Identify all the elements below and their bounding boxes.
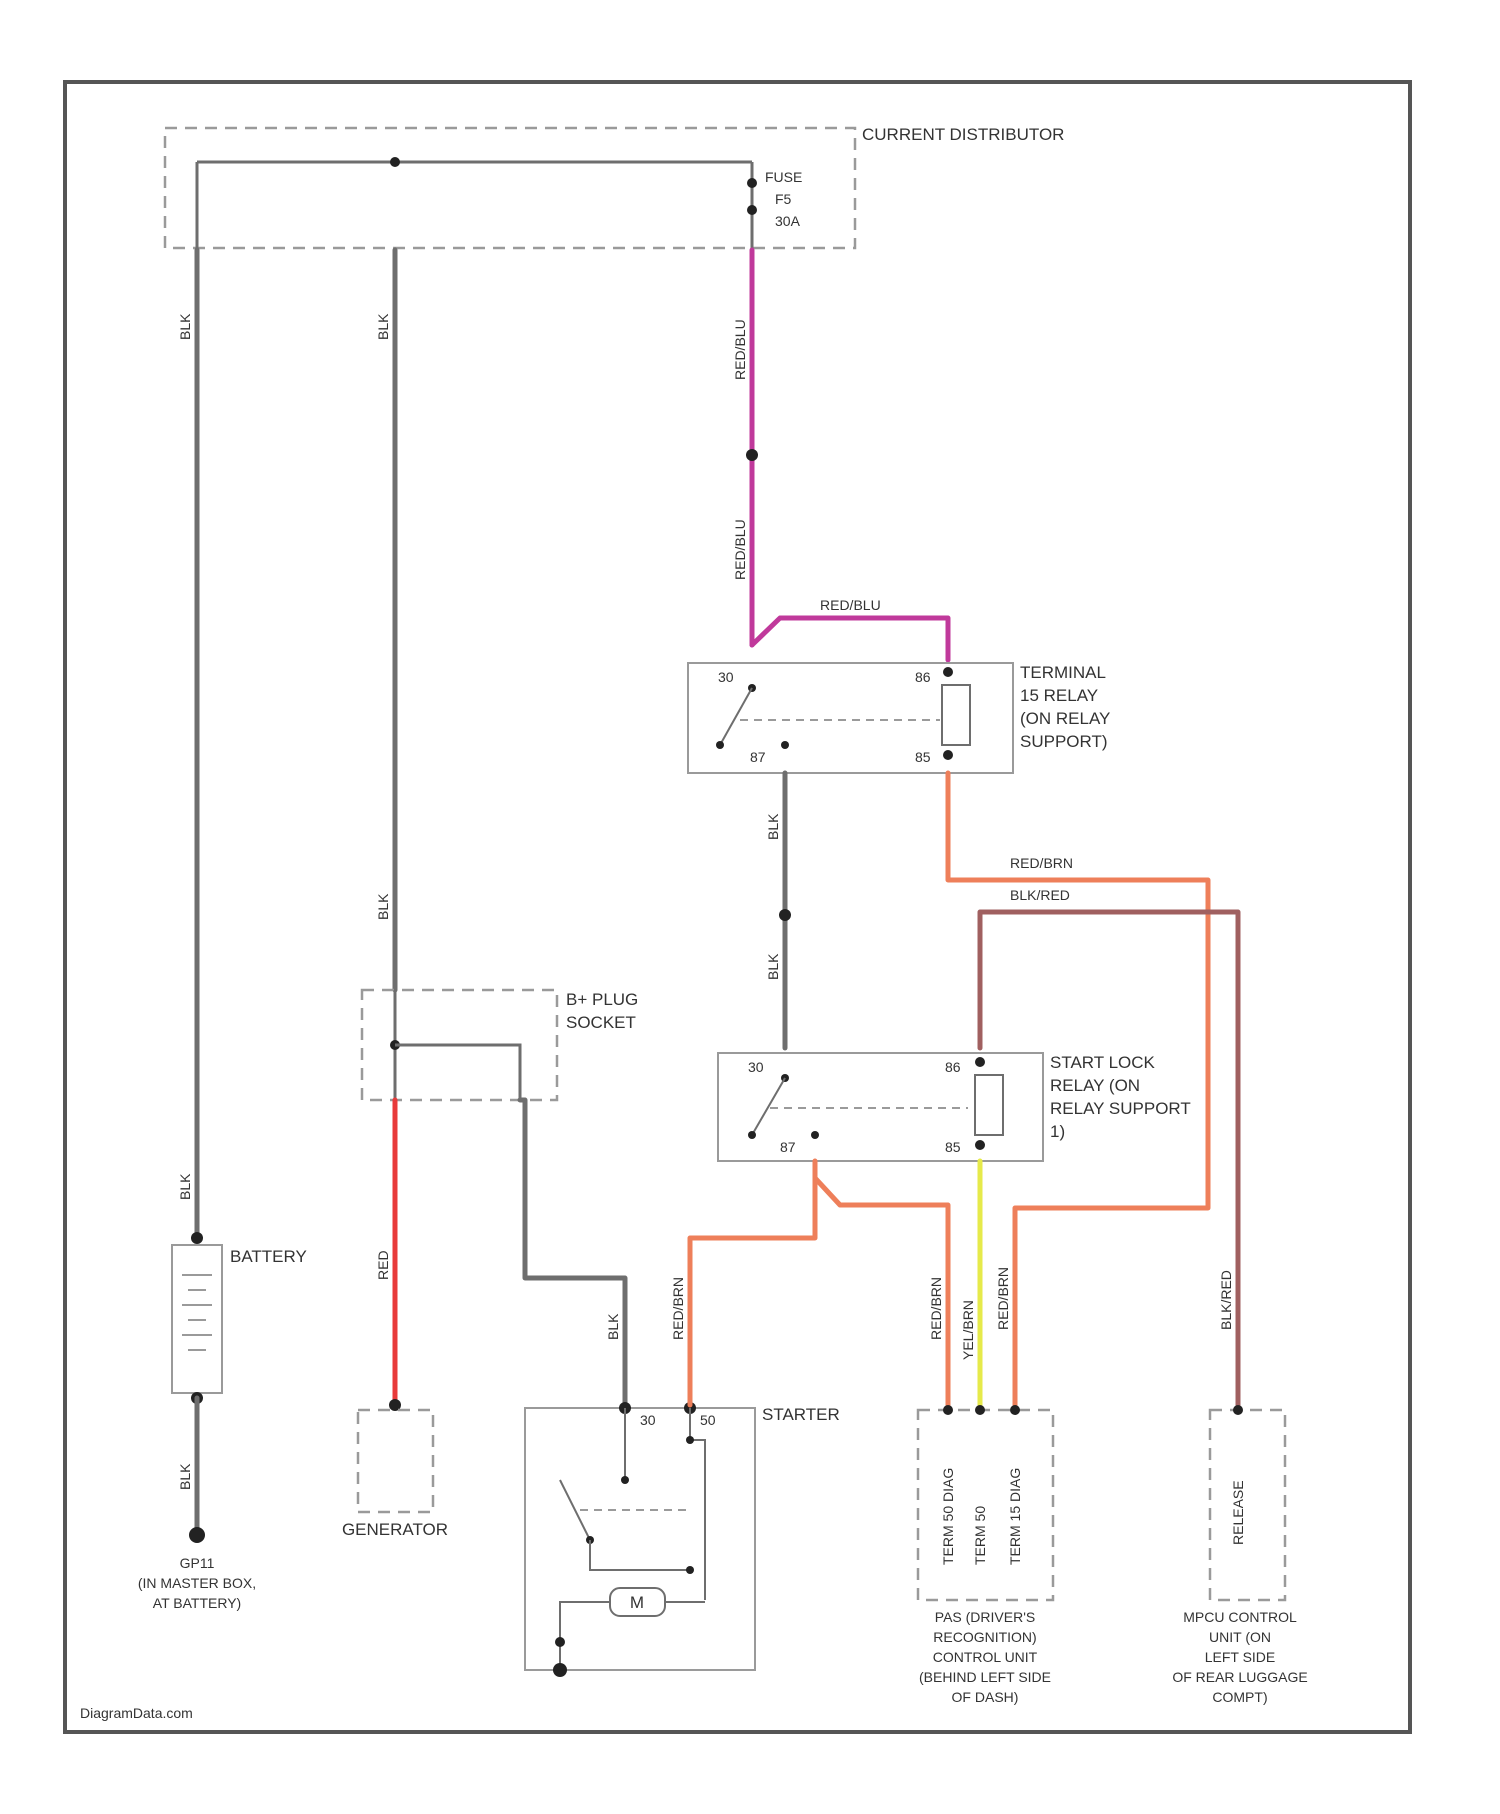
svg-text:BLK: BLK bbox=[177, 1173, 193, 1200]
svg-text:AT BATTERY): AT BATTERY) bbox=[153, 1595, 241, 1611]
starter-label: STARTER bbox=[762, 1405, 840, 1424]
svg-text:BLK/RED: BLK/RED bbox=[1218, 1270, 1234, 1330]
svg-text:F5: F5 bbox=[775, 191, 792, 207]
svg-text:UNIT (ON: UNIT (ON bbox=[1209, 1629, 1271, 1645]
svg-text:RED: RED bbox=[375, 1250, 391, 1280]
watermark: DiagramData.com bbox=[80, 1705, 193, 1721]
svg-text:30A: 30A bbox=[775, 213, 801, 229]
svg-text:BLK: BLK bbox=[765, 953, 781, 980]
svg-text:TERM 50: TERM 50 bbox=[972, 1506, 988, 1565]
svg-text:COMPT): COMPT) bbox=[1212, 1689, 1267, 1705]
svg-text:RED/BRN: RED/BRN bbox=[995, 1267, 1011, 1330]
ground-label: GP11 bbox=[180, 1555, 215, 1571]
battery-label: BATTERY bbox=[230, 1247, 307, 1266]
svg-text:30: 30 bbox=[718, 669, 734, 685]
current-distributor-label: CURRENT DISTRIBUTOR bbox=[862, 125, 1064, 144]
svg-text:TERM 50 DIAG: TERM 50 DIAG bbox=[940, 1468, 956, 1565]
svg-text:85: 85 bbox=[915, 749, 931, 765]
svg-text:87: 87 bbox=[750, 749, 766, 765]
svg-text:BLK: BLK bbox=[177, 313, 193, 340]
splice-dot bbox=[390, 157, 400, 167]
start-lock-relay-box bbox=[718, 1053, 1043, 1161]
svg-text:30: 30 bbox=[748, 1059, 764, 1075]
wire-blk-red bbox=[980, 912, 1238, 1405]
svg-text:LEFT SIDE: LEFT SIDE bbox=[1205, 1649, 1276, 1665]
svg-text:BLK/RED: BLK/RED bbox=[1010, 887, 1070, 903]
svg-text:50: 50 bbox=[700, 1412, 716, 1428]
svg-text:RELAY SUPPORT: RELAY SUPPORT bbox=[1050, 1099, 1191, 1118]
svg-text:M: M bbox=[630, 1593, 644, 1612]
wire-red-brn-starter bbox=[690, 1161, 815, 1405]
pas-control-unit-box bbox=[918, 1410, 1053, 1600]
pas-control-unit-label: PAS (DRIVER'S bbox=[935, 1609, 1035, 1625]
svg-text:86: 86 bbox=[915, 669, 931, 685]
svg-text:SOCKET: SOCKET bbox=[566, 1013, 636, 1032]
svg-text:RELAY (ON: RELAY (ON bbox=[1050, 1076, 1140, 1095]
generator-label: GENERATOR bbox=[342, 1520, 448, 1539]
svg-text:BLK: BLK bbox=[765, 813, 781, 840]
bplus-socket-label: B+ PLUG bbox=[566, 990, 638, 1009]
svg-text:RED/BLU: RED/BLU bbox=[732, 519, 748, 580]
svg-text:TERM 15 DIAG: TERM 15 DIAG bbox=[1007, 1468, 1023, 1565]
svg-text:30: 30 bbox=[640, 1412, 656, 1428]
start-lock-coil bbox=[975, 1075, 1003, 1135]
svg-text:RED/BLU: RED/BLU bbox=[820, 597, 881, 613]
terminal15-relay-box bbox=[688, 663, 1013, 773]
svg-text:1): 1) bbox=[1050, 1122, 1065, 1141]
svg-text:RED/BLU: RED/BLU bbox=[732, 319, 748, 380]
svg-text:BLK: BLK bbox=[605, 1313, 621, 1340]
generator-box bbox=[358, 1410, 433, 1512]
mpcu-control-unit-box bbox=[1210, 1410, 1285, 1600]
ground-point bbox=[189, 1527, 205, 1543]
svg-text:BLK: BLK bbox=[177, 1463, 193, 1490]
wire-blk-starter bbox=[520, 1100, 625, 1405]
svg-text:85: 85 bbox=[945, 1139, 961, 1155]
svg-text:OF DASH): OF DASH) bbox=[952, 1689, 1019, 1705]
mpcu-control-unit-label: MPCU CONTROL bbox=[1183, 1609, 1297, 1625]
fuse-label: FUSE bbox=[765, 169, 802, 185]
svg-text:CONTROL UNIT: CONTROL UNIT bbox=[933, 1649, 1038, 1665]
terminal15-relay-label: TERMINAL bbox=[1020, 663, 1106, 682]
svg-text:SUPPORT): SUPPORT) bbox=[1020, 732, 1108, 751]
svg-text:(ON RELAY: (ON RELAY bbox=[1020, 709, 1110, 728]
svg-text:BLK: BLK bbox=[375, 893, 391, 920]
svg-text:RED/BRN: RED/BRN bbox=[1010, 855, 1073, 871]
svg-text:RELEASE: RELEASE bbox=[1230, 1480, 1246, 1545]
start-lock-relay-label: START LOCK bbox=[1050, 1053, 1156, 1072]
wire-red-blu-coil bbox=[752, 618, 948, 660]
svg-text:YEL/BRN: YEL/BRN bbox=[960, 1300, 976, 1360]
svg-text:RED/BRN: RED/BRN bbox=[928, 1277, 944, 1340]
t15-coil bbox=[942, 685, 970, 745]
svg-text:87: 87 bbox=[780, 1139, 796, 1155]
svg-text:86: 86 bbox=[945, 1059, 961, 1075]
svg-text:RED/BRN: RED/BRN bbox=[670, 1277, 686, 1340]
svg-text:BLK: BLK bbox=[375, 313, 391, 340]
svg-text:(BEHIND LEFT SIDE: (BEHIND LEFT SIDE bbox=[919, 1669, 1051, 1685]
svg-text:(IN MASTER BOX,: (IN MASTER BOX, bbox=[138, 1575, 256, 1591]
svg-text:RECOGNITION): RECOGNITION) bbox=[933, 1629, 1036, 1645]
svg-text:15 RELAY: 15 RELAY bbox=[1020, 686, 1098, 705]
svg-text:OF REAR LUGGAGE: OF REAR LUGGAGE bbox=[1172, 1669, 1307, 1685]
